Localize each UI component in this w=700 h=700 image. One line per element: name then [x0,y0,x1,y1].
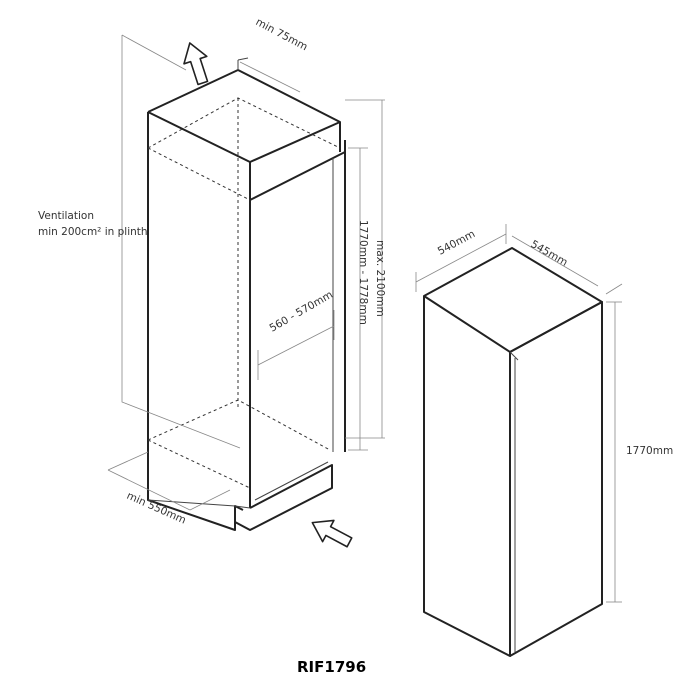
appliance [423,247,603,657]
niche-height-label: 1770mm - 1778mm [357,220,369,325]
arrow-up-icon [183,42,209,86]
appliance-dimension-lines [415,224,623,603]
appliance-depth-label: 545mm [529,238,570,269]
niche-cabinet [147,57,346,531]
appliance-height-label: 1770mm [626,445,673,457]
niche-dimension-lines [107,34,385,511]
arrow-in-icon [311,519,353,548]
appliance-width-label: 540mm [436,228,477,258]
model-number: RIF1796 [297,658,366,676]
top-gap-label: min 75mm [254,16,310,53]
max-height-label: max. 2100mm [374,240,386,317]
ventilation-label-line2: min 200cm² in plinth [38,226,148,238]
hidden-edges [147,97,341,489]
niche-width-label: 560 - 570mm [268,289,336,335]
ventilation-label-line1: Ventilation [38,210,94,222]
niche-depth-label: min 550mm [125,490,188,527]
